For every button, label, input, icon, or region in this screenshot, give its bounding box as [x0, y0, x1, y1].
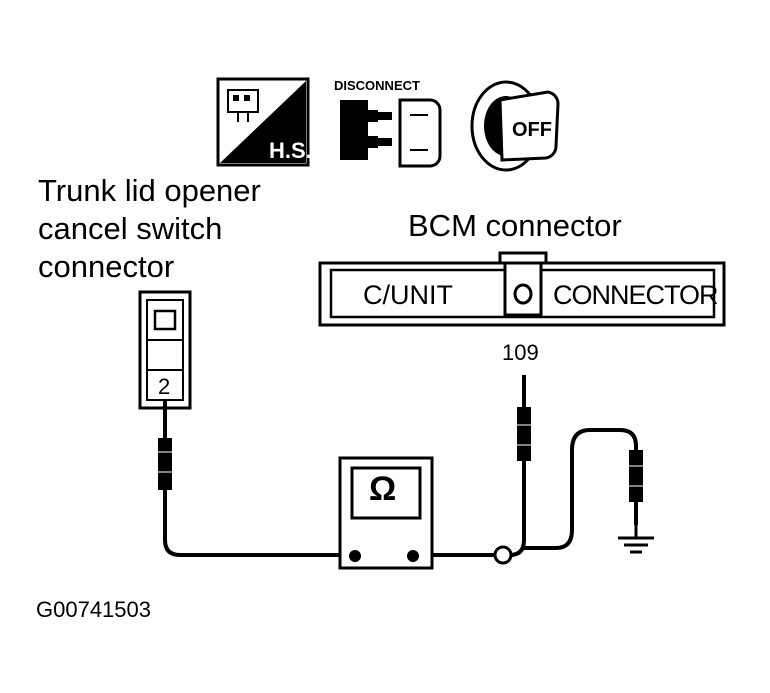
bcm-right-text: CONNECTOR — [553, 280, 719, 310]
figure-code: G00741503 — [36, 597, 151, 622]
ignition-off-icon: OFF — [470, 80, 560, 172]
disconnect-label: DISCONNECT — [334, 78, 420, 93]
ohmmeter — [338, 456, 434, 570]
switch-label-line-1: Trunk lid opener — [38, 173, 261, 208]
ohm-symbol: Ω — [369, 470, 397, 508]
bcm-left-text: C/UNIT — [363, 280, 453, 310]
ground-symbol — [618, 525, 654, 554]
switch-label-line-3: connector — [38, 249, 175, 284]
off-tag: OFF — [512, 119, 552, 141]
switch-terminal-number: 2 — [158, 374, 171, 399]
harness-side-icon: H.S. — [216, 77, 312, 167]
bcm-connector — [318, 251, 726, 327]
probe-bcm — [517, 407, 531, 461]
probe-ground — [629, 450, 643, 502]
bcm-connector-label: BCM connector — [408, 208, 622, 243]
disconnect-icon: DISCONNECT — [334, 78, 442, 168]
switch-connector — [138, 290, 192, 410]
hs-tag: H.S. — [269, 138, 312, 163]
switch-label-line-2: cancel switch — [38, 211, 223, 246]
bcm-terminal-number: 109 — [502, 340, 539, 365]
probe-left — [158, 438, 172, 490]
junction-point — [493, 545, 513, 565]
